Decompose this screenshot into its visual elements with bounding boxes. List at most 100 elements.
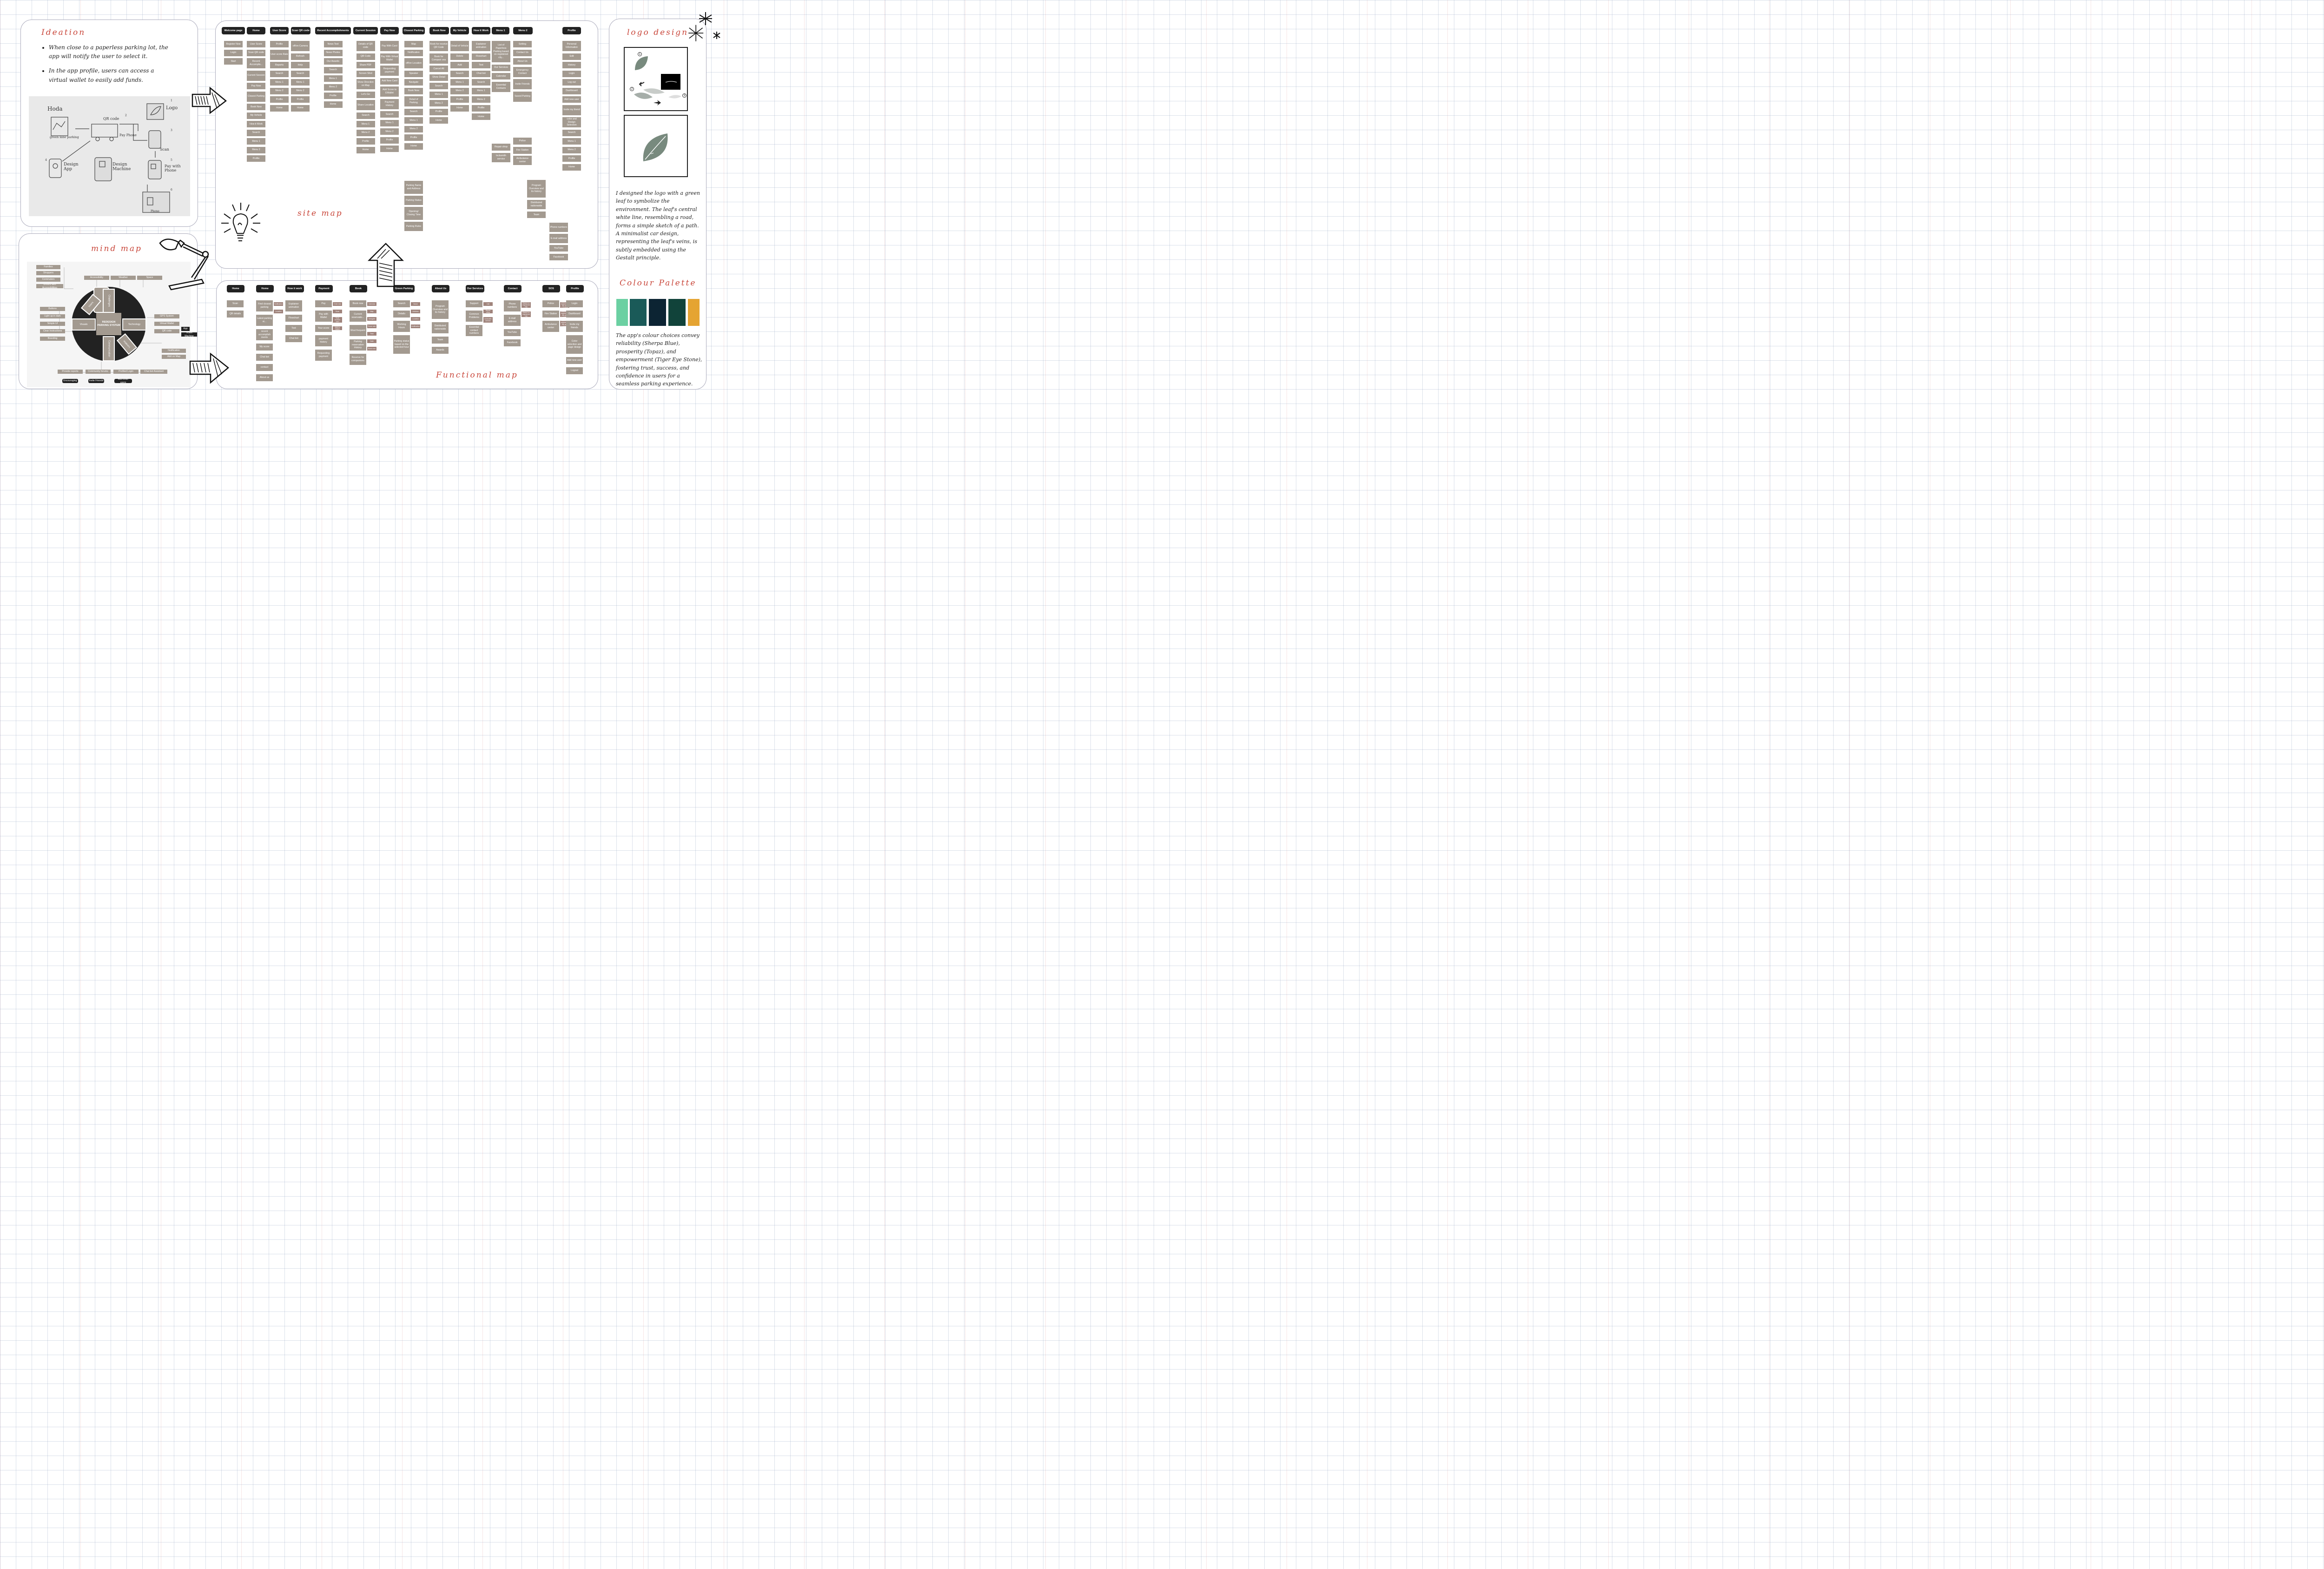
func-item: Scan [227, 300, 244, 307]
site-item: Setting [513, 41, 532, 47]
mind-map-panel: mind map REDESIGN PARKING SYSTEM Challen… [19, 233, 198, 389]
func-item: Book now [350, 300, 366, 307]
site-item: Reports [270, 62, 289, 68]
site-item: Current Session [247, 70, 265, 81]
func-sub-item: Enter info [333, 302, 342, 306]
site-item: Menu 1 [429, 91, 448, 98]
site-column-header: Pay Now [380, 27, 399, 34]
ideation-bullets: When close to a paperless parking lot, t… [49, 43, 172, 85]
func-item: contact [256, 364, 273, 371]
site-item: Menu 2 [270, 87, 289, 94]
site-item: Show Detail [429, 74, 448, 81]
func-item: Working Hours [393, 321, 410, 332]
site-item: Start [224, 58, 243, 65]
func-item: Most frequent [350, 325, 366, 336]
mind-map-center: REDESIGN PARKING SYSTEM [96, 314, 121, 334]
color-swatch [688, 299, 700, 326]
func-item: Awards [432, 347, 449, 354]
logo-steps-box: 1 2 3 [624, 47, 688, 111]
site-item: Book Now [247, 104, 265, 110]
func-item: Fire Station [542, 311, 559, 318]
site-item: Book Now [404, 87, 423, 94]
func-item: Reserve for companions [350, 354, 366, 365]
site-item: Menu 2 [324, 84, 343, 91]
site-emergency-item: Ambulance center [513, 156, 532, 165]
func-item: Support [466, 300, 482, 307]
site-item: Menu 2 [404, 126, 423, 132]
site-item: Profile [404, 134, 423, 141]
mind-left-item: Families [36, 265, 60, 269]
sketch-label: Pay Phone [119, 133, 137, 137]
func-sub-item: Calendar [367, 302, 376, 306]
site-item: Menu 1 [247, 138, 265, 145]
func-item: Color selection and page design [566, 335, 583, 354]
site-item: Pay Now [247, 83, 265, 89]
site-item: Detail of Parking [404, 96, 423, 106]
func-item: Current reservatio... [350, 311, 366, 322]
site-item: Navigate [404, 79, 423, 86]
site-item: Essential Contacts [492, 81, 510, 92]
mind-bottom-item: Profiled Login [113, 370, 139, 374]
func-item: Text [285, 325, 302, 332]
site-item: Payment History [380, 99, 399, 109]
func-sub-item: Scan another card [333, 317, 342, 323]
site-map-title: site map [297, 209, 343, 218]
site-item: Menu 2 [356, 129, 375, 136]
func-item: Search [393, 300, 410, 307]
site-item: Profile [380, 137, 399, 144]
site-item: Profile [356, 138, 375, 145]
func-item: Distributed nationwide [432, 322, 449, 333]
logo-final-box [624, 115, 688, 177]
site-column-header: Scan QR code [291, 27, 310, 34]
functional-map-title: Functional map [436, 371, 518, 380]
site-item: Contact Us [513, 49, 532, 56]
site-item: Map [404, 41, 423, 47]
func-sub-item: Notification [411, 324, 420, 328]
site-item: Search [270, 70, 289, 77]
site-item: Personal Information [562, 41, 581, 51]
site-item: Home [380, 146, 399, 152]
site-item: Menu 2 [380, 128, 399, 135]
site-item: Profile [270, 96, 289, 103]
site-item: Profile [472, 105, 490, 112]
sketch-label: Pay with Phone [165, 164, 181, 172]
site-detail-item: Parking Status [404, 196, 423, 205]
func-sub-item: Book now [367, 347, 376, 351]
site-column-header: How it Work [472, 27, 490, 34]
mind-tech-sub: App [181, 327, 190, 331]
site-column-header: My Vehicle [450, 27, 469, 34]
mind-comm-item: Add on Map [162, 355, 186, 359]
mind-tech-item: GPS System [154, 314, 179, 318]
site-column-header: Book Now [429, 27, 449, 34]
func-column-header: Green Parking [393, 285, 415, 292]
palette-title: Colour Palette [620, 278, 697, 288]
leaf-logo-icon [643, 133, 668, 161]
site-item: Add [450, 62, 469, 68]
func-item: Parking status based on the selected hou… [393, 335, 410, 354]
logo-panel: logo design 1 2 3 I designed the logo wi… [609, 19, 706, 390]
site-item: Menu 1 [291, 79, 310, 86]
site-item: Menu 1 [450, 79, 469, 86]
site-item: Menu 1 [472, 87, 490, 94]
site-item: Speaker [404, 70, 423, 77]
mind-visual-item: Buttons [40, 307, 65, 311]
site-column-header: Home [247, 27, 265, 34]
func-item: Ambulance center [542, 321, 559, 332]
site-item: Search [324, 66, 343, 73]
func-item: Details [393, 311, 410, 318]
site-detail-item: Parking Rules [404, 222, 423, 231]
site-item: Calendar [492, 73, 510, 79]
mind-segment: Communication [103, 336, 115, 361]
site-item: Explainer animation [472, 41, 490, 51]
site-item: Home [404, 143, 423, 150]
func-item: Common Problems [466, 311, 482, 322]
site-item: Menu 2 [429, 100, 448, 106]
func-item: Facebook [504, 339, 521, 346]
func-item: Latest parking st... [256, 315, 273, 326]
mind-visual-item: Light up in dark [40, 314, 65, 318]
logo-title: logo design [627, 28, 689, 37]
mind-left-item: Commuters [36, 278, 60, 282]
site-item: off/on Camera [291, 41, 310, 51]
site-about-item: Team [527, 212, 546, 218]
site-item: Search [562, 129, 581, 136]
